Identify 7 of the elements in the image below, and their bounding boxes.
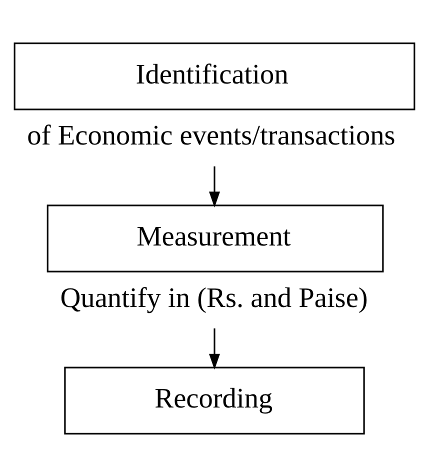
node-box: Identification (14, 42, 416, 110)
node-box: Recording (64, 366, 365, 434)
node-label: Quantify in (Rs. and Paise) (60, 282, 368, 314)
node-label: of Economic events/transactions (27, 120, 396, 152)
arrow (208, 328, 220, 370)
node-box: Measurement (46, 204, 384, 272)
arrow (208, 166, 220, 207)
